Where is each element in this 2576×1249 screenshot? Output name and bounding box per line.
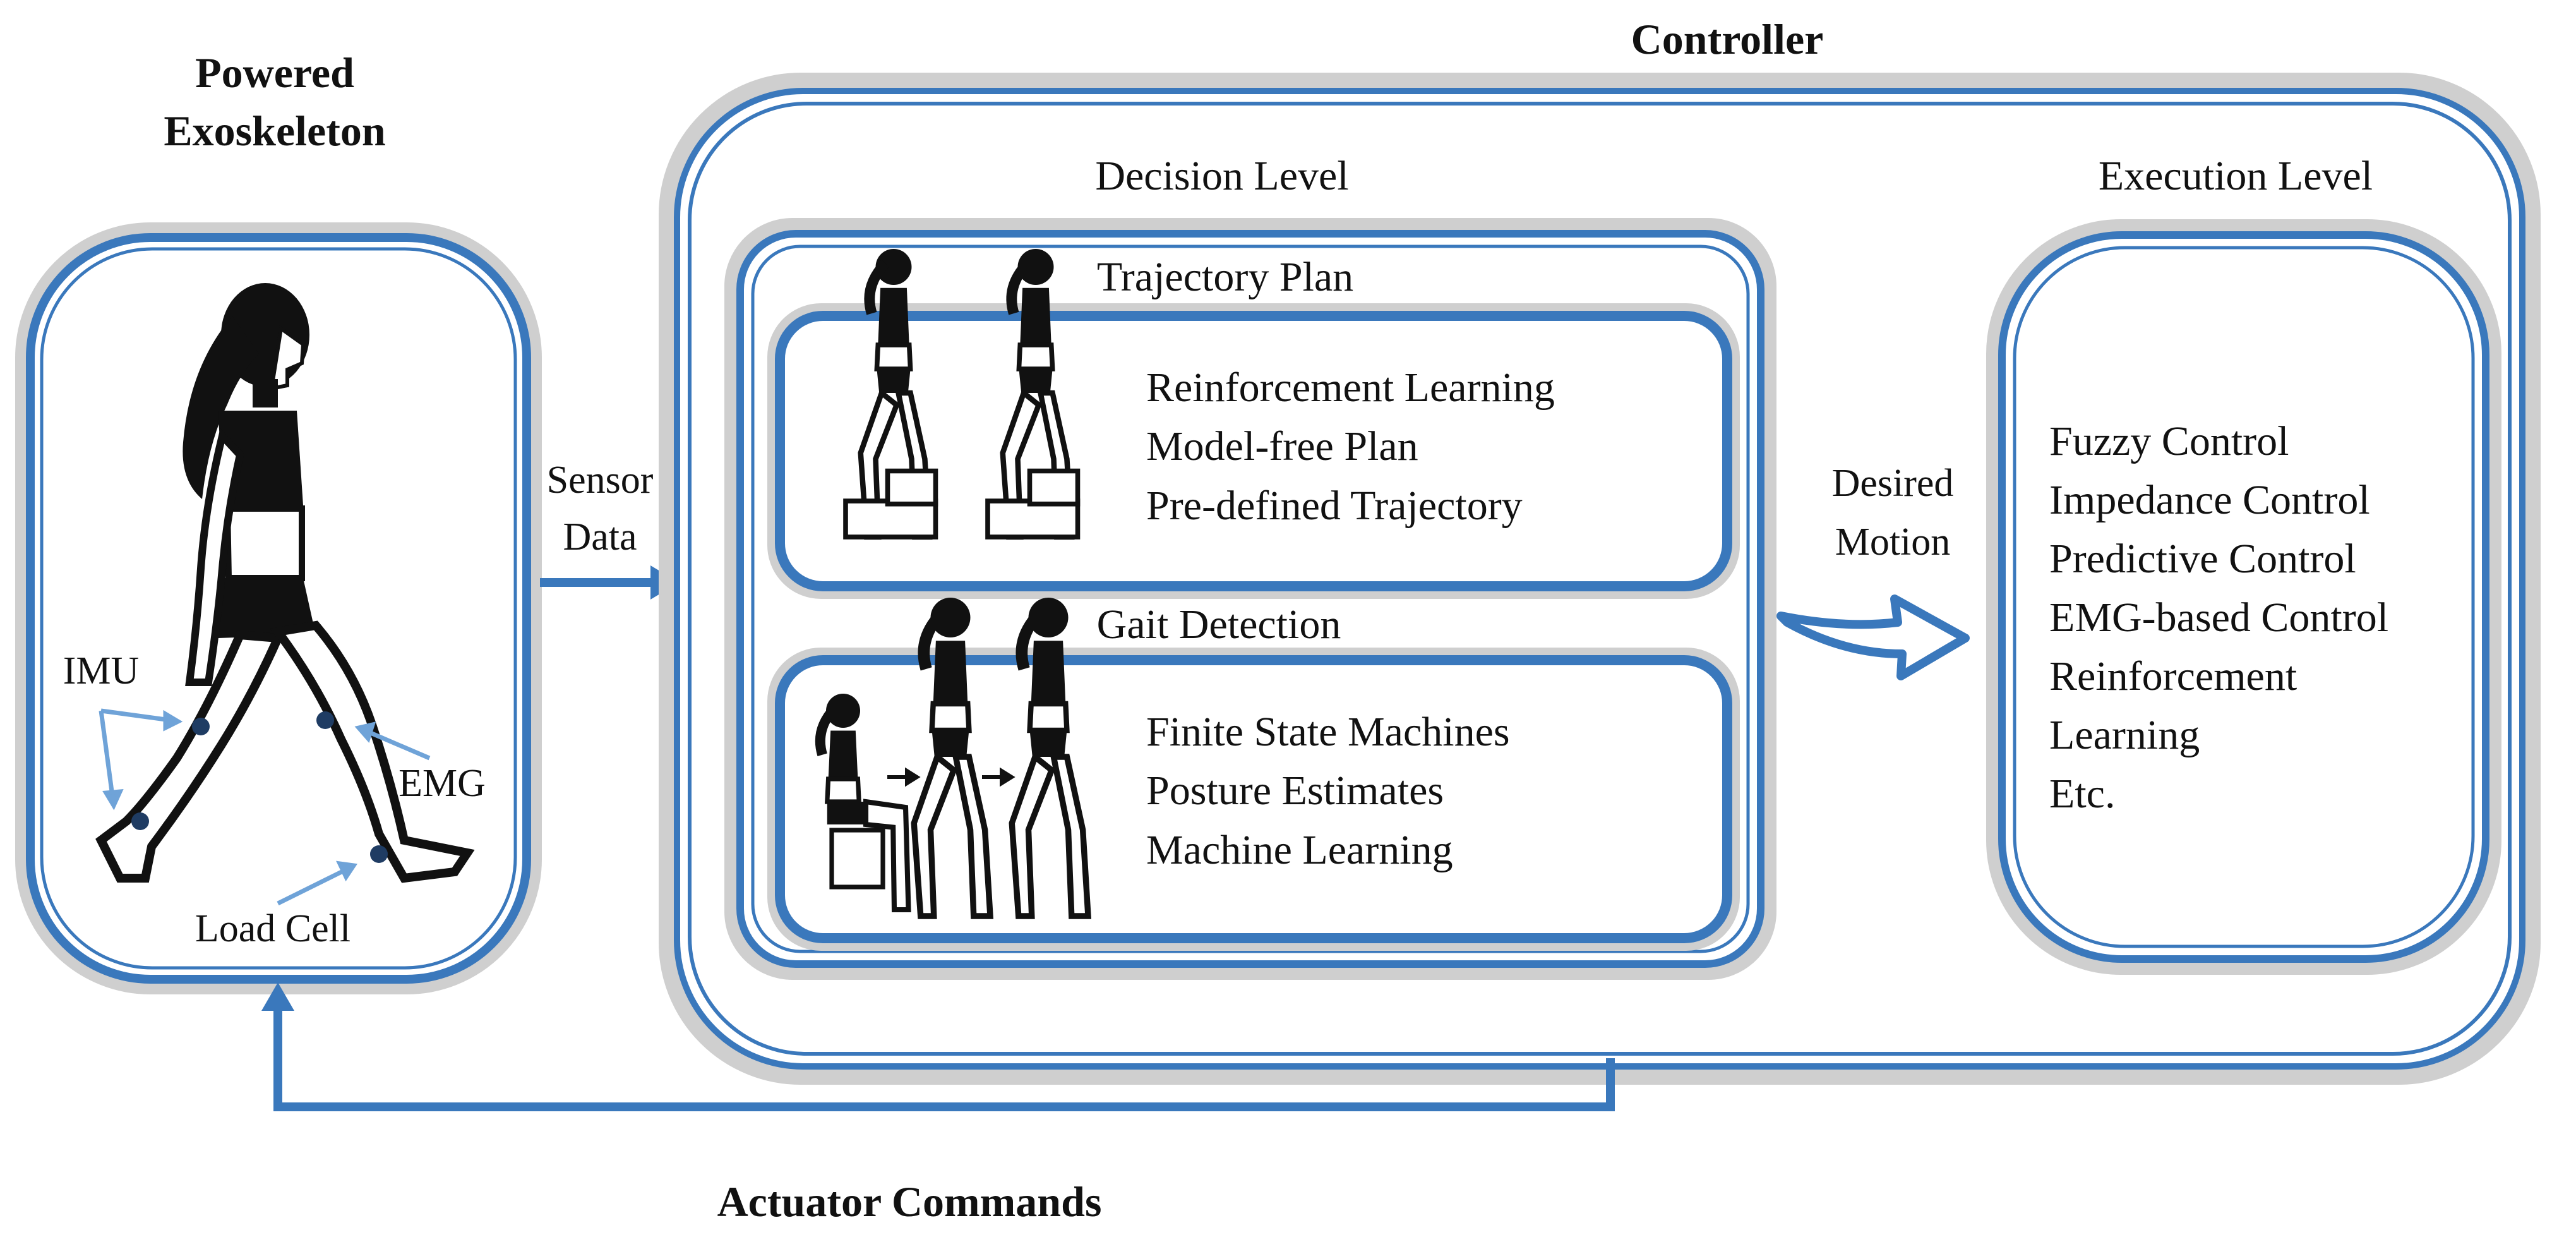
execution-method-item: Impedance Control <box>2049 477 2370 523</box>
emg-pointer-arrow <box>354 721 431 761</box>
execution-method-item: Fuzzy Control <box>2049 418 2289 464</box>
gait-detection-title: Gait Detection <box>1097 601 1341 648</box>
gait-method-item: Posture Estimates <box>1146 768 1444 814</box>
trajectory-plan-title: Trajectory Plan <box>1097 254 1353 300</box>
load-cell-label: Load Cell <box>195 907 350 950</box>
gait-detection-methods: Finite State Machines Posture Estimates … <box>1146 709 1510 873</box>
actuator-commands-label: Actuator Commands <box>717 1178 1102 1226</box>
desired-motion-label-line2: Motion <box>1835 521 1951 564</box>
trajectory-plan-methods: Reinforcement Learning Model-free Plan P… <box>1146 365 1555 529</box>
walking-person-figure <box>95 283 475 883</box>
exoskeleton-title: Powered Exoskeleton <box>164 49 385 155</box>
execution-level-panel <box>1986 219 2501 975</box>
execution-method-item: Reinforcement <box>2049 653 2297 699</box>
execution-method-item: Predictive Control <box>2049 536 2356 582</box>
decision-level-title: Decision Level <box>1095 153 1348 199</box>
sensor-data-label-line1: Sensor <box>547 459 654 502</box>
load-cell-sensor-dot <box>370 845 388 863</box>
execution-level-title: Execution Level <box>2099 153 2373 199</box>
desired-motion-label-line1: Desired <box>1832 462 1954 505</box>
execution-method-item: Learning <box>2049 712 2200 758</box>
execution-method-item: EMG-based Control <box>2049 594 2388 641</box>
imu-sensor-dot <box>192 718 210 735</box>
load-cell-pointer-arrow <box>277 860 358 906</box>
gait-method-item: Finite State Machines <box>1146 709 1510 755</box>
imu-pointer-arrows <box>99 708 183 811</box>
exoskeleton-title-line1: Powered <box>195 49 354 97</box>
desired-motion-arrow <box>1776 594 1970 680</box>
execution-methods: Fuzzy Control Impedance Control Predicti… <box>2049 418 2388 817</box>
execution-method-item: Etc. <box>2049 771 2115 817</box>
imu-label: IMU <box>63 649 140 692</box>
imu-sensor-dot-lower <box>131 812 149 830</box>
emg-label: EMG <box>398 762 486 805</box>
trajectory-method-item: Reinforcement Learning <box>1146 365 1555 411</box>
sit-to-walk-figures <box>815 598 1088 916</box>
exoskeleton-title-line2: Exoskeleton <box>164 107 385 155</box>
sensor-data-label-line2: Data <box>563 516 637 558</box>
trajectory-method-item: Pre-defined Trajectory <box>1146 483 1523 529</box>
gait-method-item: Machine Learning <box>1146 827 1453 873</box>
trajectory-method-item: Model-free Plan <box>1146 423 1418 469</box>
emg-sensor-dot <box>316 711 334 729</box>
sensor-data-arrow <box>540 565 679 600</box>
actuator-commands-arrow <box>261 982 1615 1111</box>
controller-title: Controller <box>1631 15 1824 63</box>
